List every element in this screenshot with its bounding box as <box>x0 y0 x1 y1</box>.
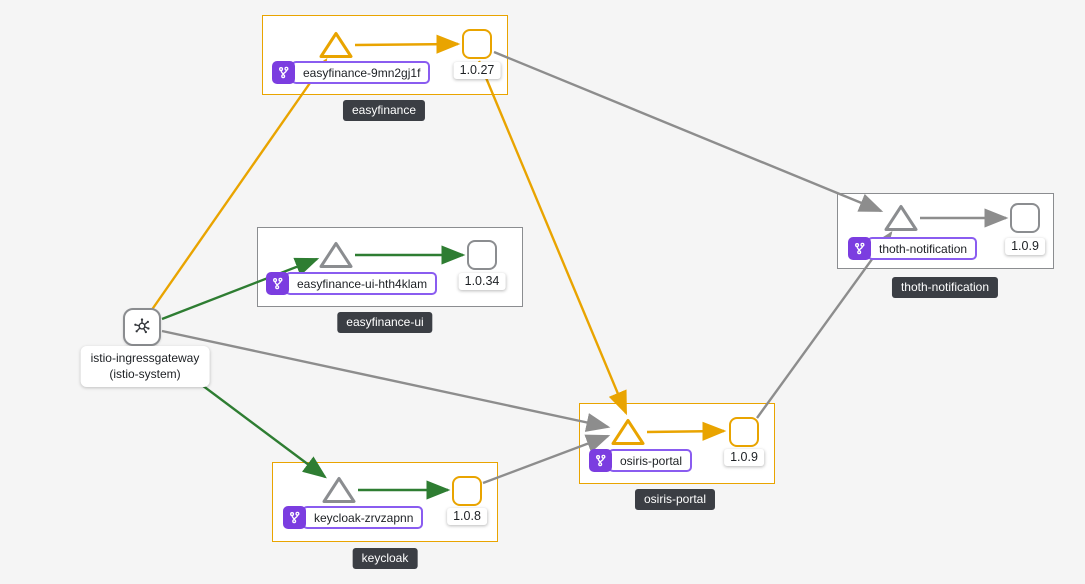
workload-name: thoth-notification <box>867 237 978 260</box>
virtual-service-icon <box>848 237 871 260</box>
group-label-thoth-notification: thoth-notification <box>891 277 999 298</box>
workload-badge-keycloak: keycloak-zrvzapnn <box>283 506 424 529</box>
workload-badge-easyfinance-ui: easyfinance-ui-hth4klam <box>266 272 438 295</box>
workload-node-thoth-notification[interactable] <box>1010 203 1040 233</box>
virtual-service-icon <box>283 506 306 529</box>
workload-node-keycloak[interactable] <box>452 476 482 506</box>
group-label-osiris-portal: osiris-portal <box>634 489 716 510</box>
workload-badge-thoth-notification: thoth-notification <box>848 237 978 260</box>
service-node-easyfinance[interactable] <box>318 30 354 60</box>
version-label-keycloak: 1.0.8 <box>447 508 487 525</box>
edge-easyfinance-workload-to-osiris-portal-service[interactable] <box>477 60 628 416</box>
version-label-thoth-notification: 1.0.9 <box>1005 238 1045 255</box>
workload-node-easyfinance-ui[interactable] <box>467 240 497 270</box>
edge-keycloak-workload-to-osiris-portal-service[interactable] <box>482 434 611 485</box>
version-label-easyfinance-ui: 1.0.34 <box>458 273 506 290</box>
edge-istio-ingressgateway-to-osiris-portal-service[interactable] <box>161 329 611 432</box>
gateway-namespace: (istio-system) <box>109 367 181 382</box>
workload-name: osiris-portal <box>608 449 693 472</box>
edge-osiris-portal-service-to-osiris-portal-workload[interactable] <box>646 421 727 441</box>
edge-easyfinance-service-to-easyfinance-workload[interactable] <box>354 34 461 54</box>
edge-istio-ingressgateway-to-easyfinance-service[interactable] <box>150 58 328 312</box>
istio-ingressgateway-label: istio-ingressgateway (istio-system) <box>80 346 210 388</box>
workload-name: easyfinance-ui-hth4klam <box>285 272 438 295</box>
workload-badge-easyfinance: easyfinance-9mn2gj1f <box>272 61 431 84</box>
virtual-service-icon <box>589 449 612 472</box>
workload-badge-osiris-portal: osiris-portal <box>589 449 693 472</box>
edge-osiris-portal-workload-to-thoth-notification-service[interactable] <box>756 231 893 419</box>
workload-name: easyfinance-9mn2gj1f <box>291 61 431 84</box>
mesh-gateway-icon <box>131 316 153 338</box>
workload-node-osiris-portal[interactable] <box>729 417 759 447</box>
service-node-keycloak[interactable] <box>321 475 357 505</box>
group-label-easyfinance: easyfinance <box>342 100 426 121</box>
version-label-osiris-portal: 1.0.9 <box>724 449 764 466</box>
group-label-easyfinance-ui: easyfinance-ui <box>337 312 433 333</box>
workload-node-easyfinance[interactable] <box>462 29 492 59</box>
istio-ingressgateway-node[interactable] <box>123 308 161 346</box>
service-node-osiris-portal[interactable] <box>610 417 646 447</box>
gateway-name: istio-ingressgateway <box>90 351 200 365</box>
virtual-service-icon <box>272 61 295 84</box>
service-node-easyfinance-ui[interactable] <box>318 240 354 270</box>
virtual-service-icon <box>266 272 289 295</box>
edge-easyfinance-workload-to-thoth-notification-service[interactable] <box>493 50 884 213</box>
group-label-keycloak: keycloak <box>352 548 418 569</box>
workload-name: keycloak-zrvzapnn <box>302 506 424 529</box>
version-label-easyfinance: 1.0.27 <box>453 62 501 79</box>
edge-istio-ingressgateway-to-easyfinance-ui-service[interactable] <box>161 257 320 321</box>
service-node-thoth-notification[interactable] <box>883 203 919 233</box>
